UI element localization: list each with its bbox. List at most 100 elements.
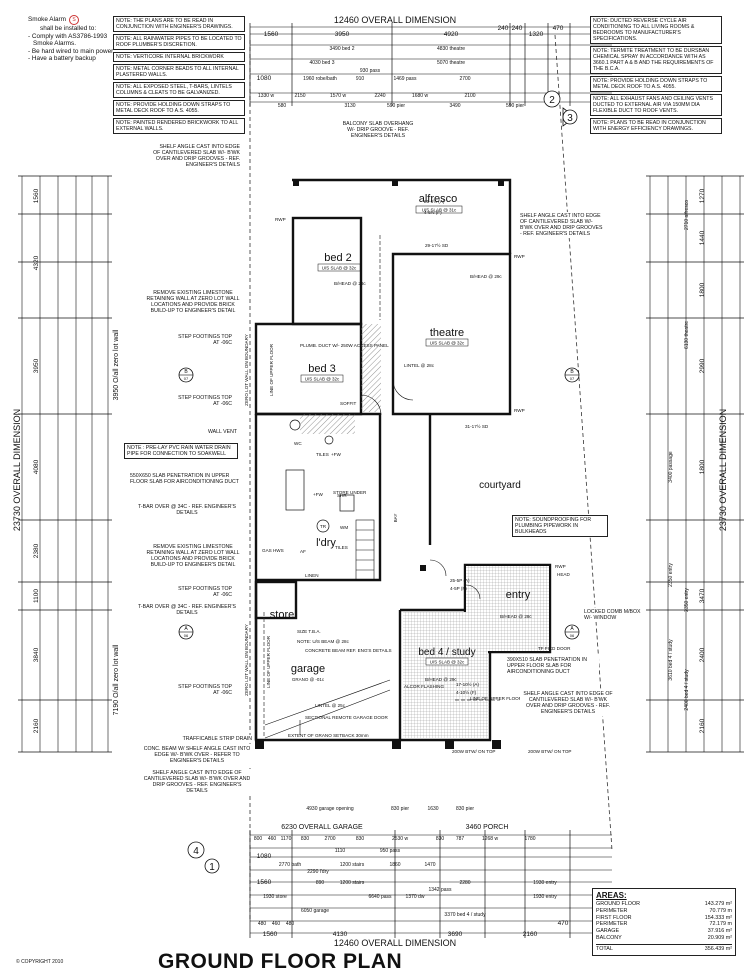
svg-text:930 pass: 930 pass	[360, 68, 381, 74]
page-title: GROUND FLOOR PLAN	[158, 950, 403, 973]
wall-vent-note: WALL VENT	[175, 428, 239, 436]
svg-text:LINTEL @ 28c: LINTEL @ 28c	[404, 363, 435, 368]
svg-text:6640 pass: 6640 pass	[368, 894, 392, 900]
svg-text:PLUMB. DUCT W/- 250W ACCESS PA: PLUMB. DUCT W/- 250W ACCESS PANEL	[300, 343, 389, 348]
smoke-alarm-line-3: - Comply with AS3786-1993	[28, 32, 108, 40]
svg-text:B/HEAD @ 28c: B/HEAD @ 28c	[334, 281, 366, 286]
svg-text:WC: WC	[294, 441, 302, 446]
svg-text:2280: 2280	[459, 880, 470, 886]
smoke-alarm-line-4: Smoke Alarms.	[33, 40, 76, 48]
locked-comb-note: LOCKED COMB M/BOX W/- WINDOW	[582, 608, 646, 622]
svg-text:6050 garage: 6050 garage	[301, 908, 329, 914]
svg-text:1080: 1080	[257, 75, 272, 82]
svg-text:460: 460	[268, 836, 277, 842]
svg-text:TILES: TILES	[316, 452, 329, 457]
svg-text:2350 entry: 2350 entry	[668, 563, 674, 587]
elev-marker-b-right: B 07	[564, 367, 580, 383]
svg-text:1200 stairs: 1200 stairs	[340, 862, 365, 868]
svg-text:2100: 2100	[464, 93, 475, 99]
room-labels: alfresco U/S SLAB @ 31c bed 2 U/S SLAB @…	[270, 193, 531, 682]
note-left-2: NOTE: ALL RAINWATER PIPES TO BE LOCATED …	[113, 34, 245, 50]
svg-text:5070 theatre: 5070 theatre	[437, 60, 465, 66]
soundproofing-note: NOTE: SOUNDPROOFING FOR PLUMBING PIPEWOR…	[512, 515, 608, 537]
right-dim-values: 1270 1440 1800 2990 1800 3470 2400 2160	[699, 188, 706, 733]
svg-text:787: 787	[456, 836, 465, 842]
svg-text:HEAD: HEAD	[557, 572, 570, 577]
left-dim-ticks	[18, 175, 112, 753]
svg-text:1800: 1800	[699, 282, 706, 297]
room-alfresco: alfresco	[419, 193, 458, 205]
svg-text:1110: 1110	[335, 848, 346, 854]
svg-text:1780: 1780	[524, 836, 535, 842]
note-right-3: NOTE: PROVIDE HOLDING DOWN STRAPS TO MET…	[590, 76, 722, 92]
svg-text:LINEN: LINEN	[305, 573, 319, 578]
room-bed-4-study: bed 4 / study	[418, 647, 475, 658]
svg-text:2240: 2240	[374, 93, 385, 99]
svg-text:BAY: BAY	[393, 514, 398, 523]
note-right-5: NOTE: PLANS TO BE READ IN CONJUNCTION WI…	[590, 118, 722, 134]
door-swings	[360, 379, 481, 600]
svg-text:1470: 1470	[424, 862, 435, 868]
svg-text:2160: 2160	[699, 718, 706, 733]
svg-text:1440: 1440	[699, 230, 706, 245]
section-marker-bottom-sub: 1	[209, 862, 215, 873]
tbar-note-2: T-BAR OVER @ 34c - REF. ENGINEER'S DETAI…	[130, 603, 244, 617]
svg-text:1330 w: 1330 w	[258, 93, 275, 99]
top-dim-row-1: 1560 3950 4920 240 240 1320 470	[264, 25, 564, 38]
svg-text:830: 830	[356, 836, 365, 842]
svg-text:590 pier: 590 pier	[506, 103, 524, 109]
svg-text:2530 w: 2530 w	[392, 836, 409, 842]
svg-text:3610 bed 4 / study: 3610 bed 4 / study	[668, 639, 674, 681]
notes-left: NOTE: THE PLANS ARE TO BE READ IN CONJUN…	[113, 16, 245, 134]
svg-text:SECTIONAL REMOTE GARAGE DOOR: SECTIONAL REMOTE GARAGE DOOR	[305, 715, 388, 720]
room-store: store	[270, 609, 294, 621]
svg-text:830 pier: 830 pier	[456, 806, 474, 812]
section-marker-top-num: 2	[549, 95, 555, 106]
bottom-dim-row-6: 1930 store 6050 garage 6640 pass 1370 dw…	[263, 887, 452, 914]
svg-text:3490: 3490	[449, 103, 460, 109]
svg-text:TILES: TILES	[335, 545, 348, 550]
fixtures	[285, 419, 355, 533]
svg-text:1560: 1560	[257, 879, 272, 886]
trafficable-strip-note: TRAFFICABLE STRIP DRAIN	[170, 735, 254, 743]
room-theatre: theatre	[430, 327, 464, 339]
svg-text:2990: 2990	[699, 358, 706, 373]
bottom-overall-dimension: 12460 OVERALL DIMENSION	[334, 938, 456, 948]
note-left-3: NOTE: VERTICORE INTERNAL BRICKWORK	[113, 52, 245, 62]
smoke-alarm-icon: S	[69, 15, 80, 25]
svg-text:1100: 1100	[33, 589, 40, 603]
note-right-1: NOTE: DUCTED REVERSE CYCLE AIR CONDITION…	[590, 16, 722, 44]
svg-text:200W BTW/ ON TOP: 200W BTW/ ON TOP	[452, 749, 495, 754]
svg-text:1342 pass: 1342 pass	[428, 887, 452, 893]
shelf-angle-bottom-note: SHELF ANGLE CAST INTO EDGE OF CANTILEVER…	[140, 769, 254, 795]
upper-floor-lines	[263, 235, 500, 738]
svg-text:1080: 1080	[257, 853, 272, 860]
limestone-mid-note: REMOVE EXISTING LIMESTONE RETAINING WALL…	[142, 543, 244, 569]
porch-overall: 3460 PORCH	[466, 824, 509, 831]
svg-text:1320: 1320	[529, 31, 544, 38]
svg-text:B/HEAD @ 29c: B/HEAD @ 29c	[425, 677, 457, 682]
svg-text:1630: 1630	[427, 806, 438, 812]
svg-text:200W BTW/ ON TOP: 200W BTW/ ON TOP	[528, 749, 571, 754]
alfresco-columns	[255, 180, 504, 749]
svg-text:580: 580	[278, 103, 287, 109]
svg-text:2400: 2400	[699, 647, 706, 662]
smoke-alarm-line-6: - Have a battery backup	[28, 55, 96, 63]
svg-text:1560: 1560	[264, 31, 279, 38]
svg-text:ALCOR FLASHING: ALCOR FLASHING	[404, 684, 445, 689]
svg-text:3840: 3840	[33, 647, 40, 662]
svg-text:830 pier: 830 pier	[391, 806, 409, 812]
svg-text:1270: 1270	[699, 188, 706, 203]
bottom-dim-row-4: 2770 bath 2290 l'dry 1200 stairs 1860 14…	[279, 862, 436, 875]
svg-text:U/S SLAB @ 31c: U/S SLAB @ 31c	[422, 208, 457, 213]
svg-text:SOFFIT: SOFFIT	[340, 401, 357, 406]
pvc-pipe-note: NOTE : PRE-LAY PVC RAIN WATER DRAIN PIPE…	[124, 443, 238, 459]
bottom-dim-ticks	[249, 830, 571, 938]
note-left-7: NOTE: PAINTED RENDERED BRICKWORK TO ALL …	[113, 118, 245, 134]
note-right-2: NOTE: TERMITE TREATMENT TO BE DURSBAN CH…	[590, 46, 722, 74]
svg-text:4830 theatre: 4830 theatre	[437, 46, 465, 52]
svg-text:470: 470	[553, 25, 564, 32]
